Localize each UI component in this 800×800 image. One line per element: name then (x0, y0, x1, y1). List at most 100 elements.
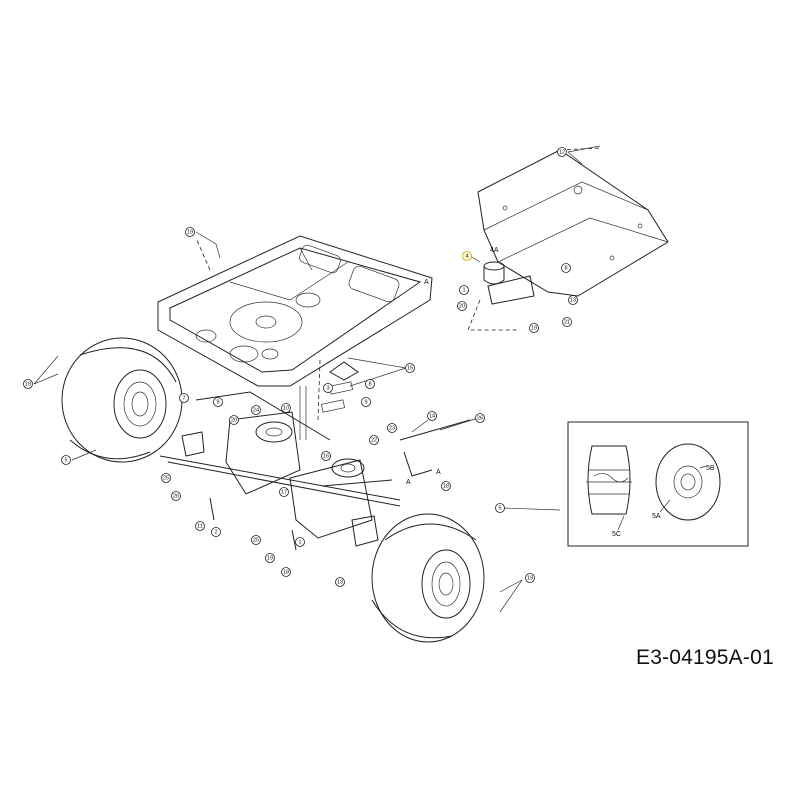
callout-13: 13 (568, 295, 578, 305)
callout-number: 18 (283, 569, 289, 575)
inset-detail-box: 5C 5A 5B (567, 421, 749, 547)
callout-circle (462, 251, 472, 261)
callout-number: 19 (25, 381, 31, 387)
chassis-frame (157, 235, 433, 421)
mounting-plate (477, 147, 669, 297)
callout-circle (525, 573, 535, 583)
callout-number: 17 (281, 489, 287, 495)
transaxle-assembly (159, 386, 401, 551)
callout-circle (441, 481, 451, 491)
callout-number: 14 (429, 413, 435, 419)
callout-11: 11 (195, 521, 205, 531)
drawing-code: E3-04195A-01 (636, 646, 774, 669)
tank-label: 4A (490, 247, 499, 254)
callout-number: 1 (462, 287, 465, 293)
callout-number: 3 (326, 385, 329, 391)
callout-number: 12 (559, 149, 565, 155)
callout-number: 25 (163, 475, 169, 481)
callout-8-mid: 8 (365, 379, 375, 389)
inset-label-5c: 5C (612, 531, 621, 538)
callout-number: 7 (182, 395, 185, 401)
callout-25-a: 25 (161, 473, 171, 483)
callout-number: 19 (527, 575, 533, 581)
callout-24: 24 (251, 405, 261, 415)
callout-number: 19 (531, 325, 537, 331)
callout-circle (61, 455, 71, 465)
callout-1-a: 1 (459, 285, 469, 295)
callout-18-right: 18 (441, 481, 451, 491)
callout-circle (323, 383, 333, 393)
rear-wheel-right (371, 513, 485, 643)
callout-12-top: 12 (557, 147, 567, 157)
callout-2: 2 (211, 527, 221, 537)
callout-circle (459, 285, 469, 295)
callout-circle (405, 363, 415, 373)
control-rods: A A A (320, 279, 471, 486)
callout-26-b: 26 (171, 491, 181, 501)
callout-circle (195, 521, 205, 531)
callout-circle (251, 535, 261, 545)
callout-9-mid: 9 (361, 397, 371, 407)
callout-21: 21 (562, 317, 572, 327)
callout-14: 14 (427, 411, 437, 421)
arrow-a1-label: A (436, 469, 441, 476)
callout-number: 13 (337, 579, 343, 585)
callout-circle (369, 435, 379, 445)
callout-number: 13 (570, 297, 576, 303)
callout-circle (211, 527, 221, 537)
callout-20-a: 20 (457, 301, 467, 311)
callout-circle (335, 577, 345, 587)
callout-circle (251, 405, 261, 415)
callout-number: 8 (368, 381, 371, 387)
callout-18-b: 18 (281, 567, 291, 577)
callout-number: 21 (564, 319, 570, 325)
callout-circle (568, 295, 578, 305)
callout-circle (171, 491, 181, 501)
callout-number: 23 (389, 425, 395, 431)
callout-circle (561, 263, 571, 273)
callout-circle (427, 411, 437, 421)
inset-label-5a: 5A (652, 513, 661, 520)
callout-10: 10 (281, 403, 291, 413)
callout-circle (265, 553, 275, 563)
callout-5-left: 5 (61, 455, 71, 465)
callout-circle (23, 379, 33, 389)
callout-number: 5 (64, 457, 67, 463)
callout-26: 26 (475, 413, 485, 423)
arrow-a2-label: A (406, 479, 411, 486)
leader-lines (33, 145, 601, 613)
callout-number: 20 (231, 417, 237, 423)
arrow-a3-label: A (424, 279, 429, 286)
callout-circle (179, 393, 189, 403)
callout-8-right: 8 (561, 263, 571, 273)
callout-number: 11 (197, 523, 203, 529)
callout-circle (281, 403, 291, 413)
callout-19-c: 19 (265, 553, 275, 563)
callout-circle (475, 413, 485, 423)
reservoir-tank: 4A (467, 247, 535, 331)
callout-16: 16 (321, 451, 331, 461)
callout-9-left: 9 (213, 397, 223, 407)
callout-circle (361, 397, 371, 407)
callout-circle (161, 473, 171, 483)
callout-circle (295, 537, 305, 547)
callout-20-b: 20 (229, 415, 239, 425)
callout-7: 7 (179, 393, 189, 403)
callout-number: 15 (407, 365, 413, 371)
callout-circle (529, 323, 539, 333)
callout-tank: 4 (462, 251, 472, 261)
callout-circle (229, 415, 239, 425)
callout-19-right: 19 (525, 573, 535, 583)
rear-wheel-left (61, 337, 183, 463)
callout-circle (495, 503, 505, 513)
callout-23: 23 (387, 423, 397, 433)
callout-number: 26 (173, 493, 179, 499)
inset-label-5b: 5B (706, 465, 715, 472)
callout-5-right: 5 (495, 503, 505, 513)
callout-number: 4 (465, 253, 468, 259)
callout-number: 16 (323, 453, 329, 459)
callout-circle (213, 397, 223, 407)
callout-number: 19 (187, 229, 193, 235)
